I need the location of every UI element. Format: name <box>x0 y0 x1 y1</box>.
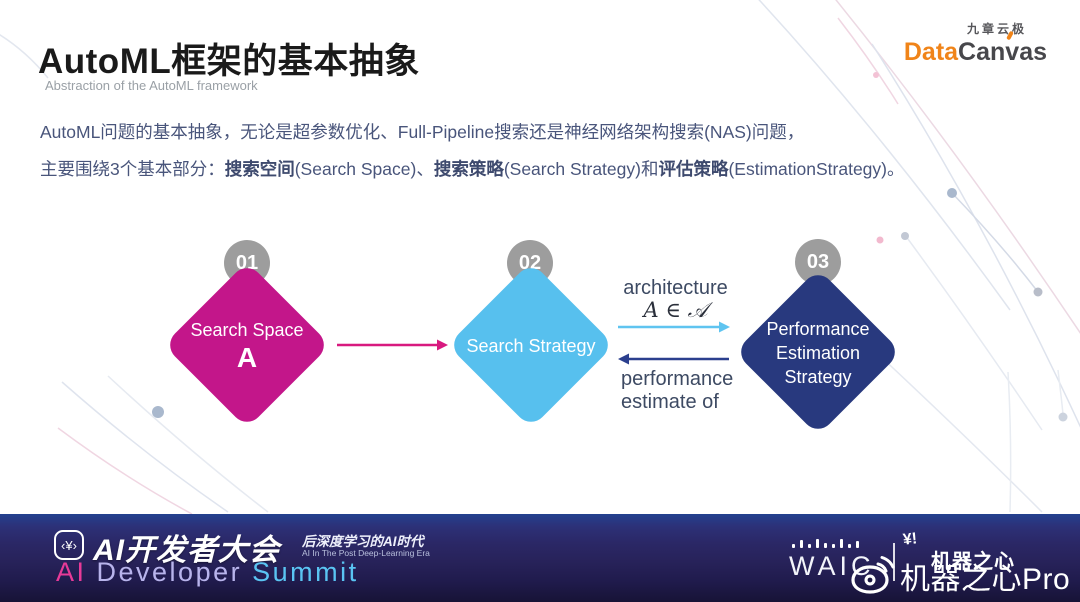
summit-tagline-cn: 后深度学习的AI时代 <box>302 534 424 549</box>
node-3-title-line2: Estimation <box>775 343 861 363</box>
node-3-title-line3: Strategy <box>784 367 852 387</box>
summit-en-summit: Summit <box>252 557 359 587</box>
intro-line-1: AutoML问题的基本抽象，无论是超参数优化、Full-Pipeline搜索还是… <box>40 122 805 142</box>
intro-line-2: 主要围绕3个基本部分：搜索空间(Search Space)、搜索策略(Searc… <box>40 151 970 188</box>
decor-curve <box>871 43 1080 428</box>
decor-curve <box>61 381 229 513</box>
decor-dot <box>876 236 884 244</box>
synced-logo-icon: ¥! <box>902 530 919 549</box>
logo-canvas-v-char: v <box>1005 38 1020 66</box>
decor-dot <box>1058 412 1068 422</box>
logo-canvas-pre: Can <box>958 38 1006 66</box>
label-architecture: architecture <box>623 277 728 299</box>
summit-title-en: AI Developer Summit <box>56 557 359 588</box>
decor-dot <box>873 72 879 78</box>
weibo-eye-icon <box>851 556 895 594</box>
label-performance-line2: estimate of <box>621 391 719 413</box>
summit-title-cn: AI开发者大会 <box>93 534 280 567</box>
logo-data-text: Data <box>903 38 959 66</box>
summit-badge-icon: ‹¥› <box>54 530 84 560</box>
node-2-label: Search Strategy <box>436 334 626 358</box>
intro-seg-3: (EstimationStrategy)。 <box>728 159 905 179</box>
footer-separator <box>893 543 895 581</box>
node-1-title: Search Space <box>190 320 304 340</box>
keyword-estimation-strategy: 评估策略 <box>658 159 729 179</box>
keyword-search-strategy: 搜索策略 <box>433 159 504 179</box>
decor-dot <box>1033 287 1043 297</box>
node-3-label: Performance Estimation Strategy <box>723 317 913 389</box>
intro-seg-2: (Search Strategy)和 <box>503 159 659 179</box>
footer-banner: ‹¥› AI开发者大会 后深度学习的AI时代 AI In The Post De… <box>0 514 1080 602</box>
synced-wordmark: 机器之心 <box>931 551 1015 573</box>
summit-en-developer: Developer <box>96 557 243 587</box>
decor-dot <box>152 406 164 418</box>
intro-paragraph: AutoML问题的基本抽象，无论是超参数优化、Full-Pipeline搜索还是… <box>40 114 970 188</box>
intro-seg-1: (Search Space)、 <box>294 159 434 179</box>
label-performance-line1: performance <box>621 368 734 390</box>
keyword-search-space: 搜索空间 <box>224 159 295 179</box>
logo-canvas-v: v <box>1005 30 1020 67</box>
logo-canvas-post: as <box>1019 38 1047 66</box>
decor-dot <box>947 188 957 198</box>
summit-tagline-en: AI In The Post Deep-Learning Era <box>302 548 430 558</box>
waic-wordmark: WAIC <box>789 551 875 581</box>
intro-line2-prefix: 主要围绕3个基本部分： <box>40 159 225 179</box>
decor-dot <box>901 232 909 240</box>
summit-en-ai: AI <box>56 557 87 587</box>
waic-equalizer-icon <box>792 538 859 548</box>
decor-curve <box>837 17 899 105</box>
page-title: AutoML框架的基本抽象 <box>38 42 420 81</box>
node-1-symbol: A <box>236 342 258 373</box>
decor-curve <box>1057 369 1064 418</box>
watermark-text: 机器之心Pro <box>900 563 1071 596</box>
page-subtitle: Abstraction of the AutoML framework <box>45 78 258 93</box>
decor-curve <box>57 427 193 515</box>
label-architecture-math: A ∈ 𝒜 <box>643 298 708 322</box>
decor-curve <box>904 234 1043 431</box>
decor-curve <box>951 192 1039 293</box>
node-2-title: Search Strategy <box>466 336 596 356</box>
synced-pro-watermark: 机器之心Pro <box>850 554 1070 598</box>
node-1-label: Search Space A <box>152 318 342 374</box>
decor-curve <box>1007 371 1012 513</box>
